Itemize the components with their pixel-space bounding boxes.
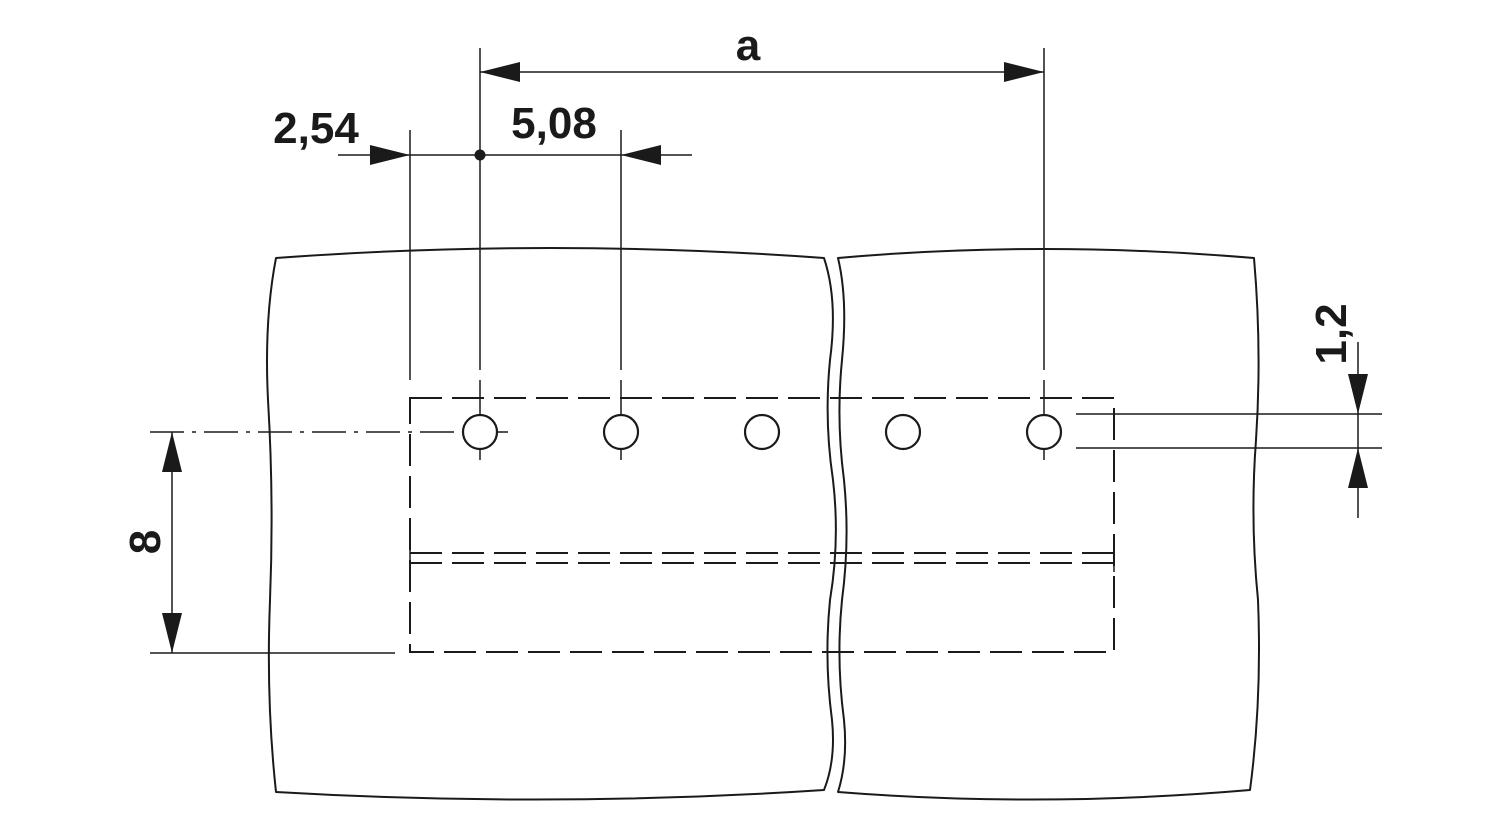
arrowhead — [370, 145, 410, 165]
reference-point — [474, 149, 486, 161]
pcb-panel-right — [837, 248, 1260, 801]
dimension-label-pitch: 5,08 — [511, 99, 597, 148]
arrowhead — [1348, 374, 1368, 414]
dimension-label-hole-diameter: 1,2 — [1307, 303, 1356, 364]
pin-hole — [461, 413, 499, 451]
dimension-label-pitch-offset: 2,54 — [273, 104, 359, 153]
arrowhead — [162, 613, 182, 653]
arrowhead — [162, 432, 182, 472]
arrowhead — [621, 145, 661, 165]
arrowhead — [480, 62, 520, 82]
pin-hole — [884, 413, 922, 451]
pcb-panel-left — [266, 247, 837, 801]
dimension-label-row-spacing: 8 — [121, 530, 170, 554]
pin-hole — [743, 413, 781, 451]
arrowhead — [1348, 448, 1368, 488]
arrowhead — [1004, 62, 1044, 82]
pin-hole — [602, 413, 640, 451]
dimension-label-a: a — [736, 21, 761, 70]
pin-hole — [1025, 413, 1063, 451]
